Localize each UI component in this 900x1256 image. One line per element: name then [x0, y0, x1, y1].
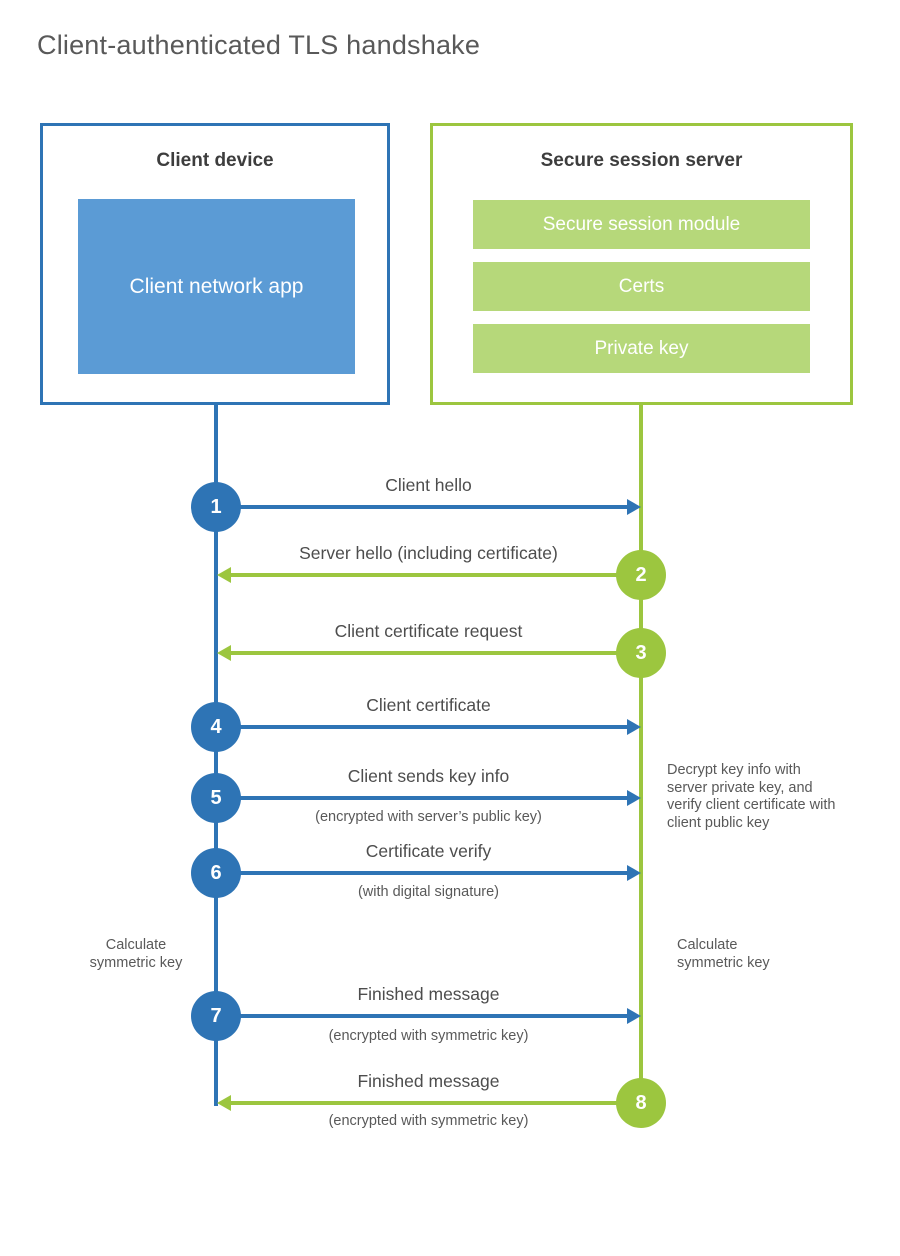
step-label: Client certificate: [366, 695, 491, 715]
step-arrow-server-to-client: [217, 1095, 641, 1111]
client-device-title: Client device: [156, 150, 274, 171]
step-badge: 5: [191, 773, 241, 823]
step-badge: 6: [191, 848, 241, 898]
step-label: Certificate verify: [365, 841, 492, 861]
step-badge: 1: [191, 482, 241, 532]
server-module-bar-private-key: Private key: [473, 324, 810, 373]
step-arrow-server-to-client: [217, 567, 641, 583]
client-lifeline: [214, 405, 218, 1106]
arrowhead-right-icon: [627, 719, 641, 735]
step-badge: 2: [616, 550, 666, 600]
step-label: Client hello: [385, 475, 472, 495]
decrypt-note: Decrypt key info with server private key…: [667, 762, 836, 831]
step-badge: 4: [191, 702, 241, 752]
step-arrow-client-to-server: [216, 865, 641, 881]
step-sublabel: (encrypted with symmetric key): [328, 1028, 529, 1044]
step-label: Finished message: [357, 984, 500, 1004]
arrowhead-left-icon: [217, 1095, 231, 1111]
server-lifeline: [639, 405, 643, 1103]
step-badge: 7: [191, 991, 241, 1041]
server-module-bar-certs: Certs: [473, 262, 810, 311]
step-badge: 3: [616, 628, 666, 678]
step-sublabel: (with digital signature): [357, 884, 500, 900]
step-label: Client sends key info: [347, 766, 510, 786]
arrowhead-right-icon: [627, 499, 641, 515]
step-label: Server hello (including certificate): [299, 543, 558, 563]
step-sublabel: (encrypted with symmetric key): [328, 1113, 529, 1129]
client-network-app-box: Client network app: [78, 199, 355, 374]
calc-key-note-server: Calculate symmetric key: [677, 937, 770, 971]
arrowhead-left-icon: [217, 567, 231, 583]
step-arrow-client-to-server: [216, 790, 641, 806]
arrowhead-right-icon: [627, 865, 641, 881]
step-arrow-server-to-client: [217, 645, 641, 661]
step-label: Client certificate request: [334, 621, 523, 641]
arrowhead-left-icon: [217, 645, 231, 661]
step-arrow-client-to-server: [216, 499, 641, 515]
step-arrow-client-to-server: [216, 1008, 641, 1024]
step-sublabel: (encrypted with server’s public key): [315, 809, 542, 825]
step-label: Finished message: [357, 1071, 500, 1091]
client-network-app-label: Client network app: [129, 274, 304, 298]
server-title: Secure session server: [540, 150, 743, 171]
diagram-title: Client-authenticated TLS handshake: [37, 30, 481, 60]
calc-key-note-client: Calculate symmetric key: [89, 937, 183, 971]
server-module-bar-secure-session-module: Secure session module: [473, 200, 810, 249]
step-arrow-client-to-server: [216, 719, 641, 735]
arrowhead-right-icon: [627, 790, 641, 806]
step-badge: 8: [616, 1078, 666, 1128]
arrowhead-right-icon: [627, 1008, 641, 1024]
